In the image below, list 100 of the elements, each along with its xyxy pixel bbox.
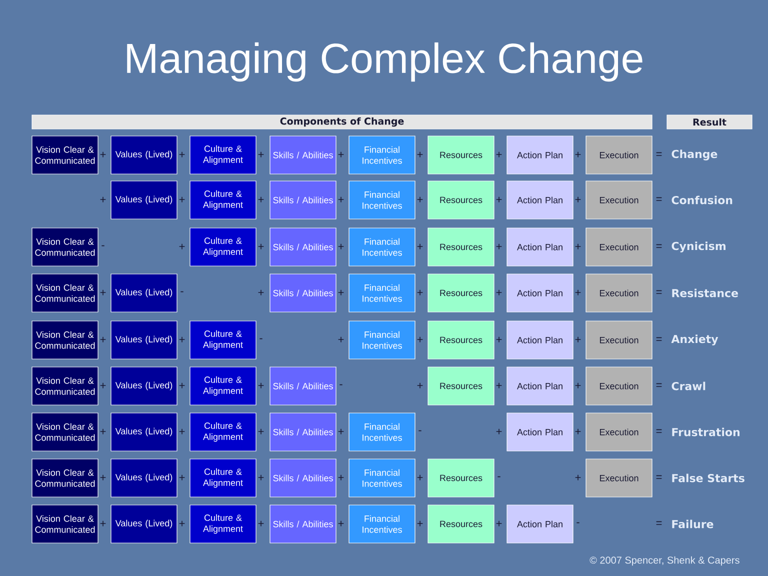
operator-sign: + <box>496 244 502 250</box>
equals-sign: = <box>656 197 662 201</box>
equals-sign: = <box>656 521 662 525</box>
process-box: Execution <box>586 136 652 174</box>
operator-sign: + <box>338 290 344 296</box>
equals-sign: = <box>656 152 662 156</box>
process-box: Resources <box>428 366 494 406</box>
process-box: Vision Clear & Communicated <box>32 458 98 498</box>
result-text: False Starts <box>672 474 744 482</box>
title: Managing Complex Change <box>127 42 642 82</box>
process-box: Culture & Alignment <box>190 504 256 544</box>
process-box: Skills / Abilities <box>270 136 336 174</box>
operator-sign: + <box>338 152 344 158</box>
process-box: Vision Clear & Communicated <box>32 136 98 174</box>
process-box: Skills / Abilities <box>270 458 336 498</box>
result-text: Resistance <box>672 288 738 298</box>
operator-sign: - <box>102 245 104 246</box>
process-box: Resources <box>428 228 494 266</box>
operator-sign: + <box>417 520 423 526</box>
operator-sign: + <box>575 428 581 434</box>
equals-sign: = <box>656 383 662 387</box>
operator-sign: + <box>179 196 185 202</box>
operator-sign: + <box>496 336 502 342</box>
process-box: Resources <box>428 458 494 498</box>
process-box: Culture & Alignment <box>190 136 256 174</box>
equals-sign: = <box>656 244 662 248</box>
equals-sign: = <box>656 337 662 341</box>
operator-sign: + <box>575 152 581 158</box>
operator-sign: + <box>258 474 264 480</box>
operator-sign: + <box>179 152 185 158</box>
operator-sign: + <box>496 196 502 202</box>
process-box: Skills / Abilities <box>270 274 336 312</box>
operator-sign: + <box>179 428 185 434</box>
process-box: Execution <box>586 366 652 406</box>
process-box: Resources <box>428 136 494 174</box>
process-box: Values (Lived) <box>110 412 178 452</box>
operator-sign: + <box>100 428 106 434</box>
process-box: Values (Lived) <box>110 320 178 360</box>
header-bar: Result <box>666 114 752 130</box>
process-box: Skills / Abilities <box>270 412 336 452</box>
process-box: Action Plan <box>506 320 574 360</box>
operator-sign: + <box>179 520 185 526</box>
process-box: Skills / Abilities <box>270 228 336 266</box>
operator-sign: + <box>575 244 581 250</box>
process-box: Values (Lived) <box>110 504 178 544</box>
operator-sign: + <box>258 152 264 158</box>
operator-sign: + <box>100 336 106 342</box>
operator-sign: - <box>576 522 580 524</box>
process-box: Financial Incentives <box>348 458 416 498</box>
equals-sign: = <box>656 429 662 433</box>
process-box: Culture & Alignment <box>190 458 256 498</box>
operator-sign: + <box>258 196 264 202</box>
operator-sign: + <box>575 290 581 296</box>
process-box: Vision Clear & Communicated <box>32 274 98 312</box>
operator-sign: + <box>338 474 344 480</box>
result-text: Crawl <box>672 382 706 390</box>
operator-sign: - <box>260 338 262 340</box>
operator-sign: + <box>179 382 185 388</box>
process-box: Skills / Abilities <box>270 366 336 406</box>
process-box: Resources <box>428 180 494 220</box>
operator-sign: + <box>575 474 581 480</box>
process-box: Financial Incentives <box>348 320 416 360</box>
process-box: Resources <box>428 274 494 312</box>
process-box: Action Plan <box>506 412 574 452</box>
process-box: Skills / Abilities <box>270 180 336 220</box>
operator-sign: + <box>338 244 344 250</box>
process-box: Vision Clear & Communicated <box>32 504 98 544</box>
operator-sign: + <box>417 382 423 388</box>
equals-sign: = <box>656 290 662 294</box>
process-box: Action Plan <box>506 180 574 220</box>
operator-sign: + <box>100 290 106 296</box>
process-box: Culture & Alignment <box>190 320 256 360</box>
process-box: Culture & Alignment <box>190 366 256 406</box>
process-box: Culture & Alignment <box>190 228 256 266</box>
process-box: Financial Incentives <box>348 412 416 452</box>
operator-sign: + <box>100 474 106 480</box>
process-box: Resources <box>428 504 494 544</box>
operator-sign: + <box>417 474 423 480</box>
operator-sign: + <box>338 196 344 202</box>
process-box: Execution <box>586 458 652 498</box>
process-box: Execution <box>586 412 652 452</box>
operator-sign: + <box>417 244 423 250</box>
process-box: Values (Lived) <box>110 366 178 406</box>
process-box: Vision Clear & Communicated <box>32 366 98 406</box>
operator-sign: + <box>417 152 423 158</box>
process-box: Financial Incentives <box>348 180 416 220</box>
operator-sign: - <box>498 476 500 478</box>
operator-sign: + <box>179 474 185 480</box>
operator-sign: + <box>258 382 264 388</box>
process-box: Values (Lived) <box>110 458 178 498</box>
process-box: Culture & Alignment <box>190 180 256 220</box>
operator-sign: + <box>496 290 502 296</box>
process-box: Action Plan <box>506 274 574 312</box>
operator-sign: + <box>179 336 185 342</box>
process-box: Execution <box>586 274 652 312</box>
result-text: Frustration <box>672 428 740 436</box>
process-box: Culture & Alignment <box>190 412 256 452</box>
process-box: Execution <box>586 180 652 220</box>
operator-sign: + <box>100 196 106 202</box>
result-text: Change <box>672 150 718 160</box>
